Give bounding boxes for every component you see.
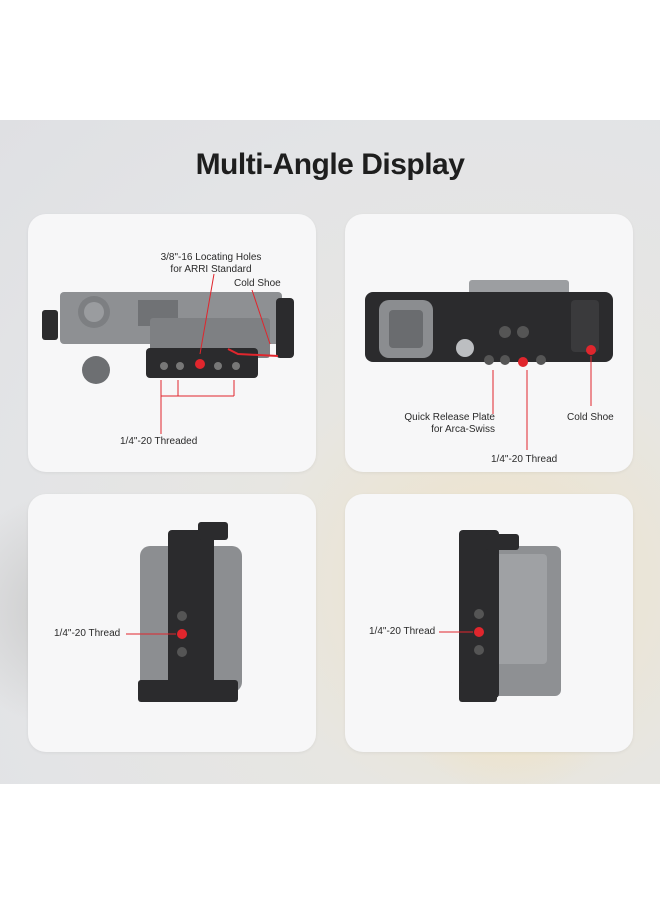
label-locating-holes-line2: for ARRI Standard <box>170 264 252 275</box>
label-thread: 1/4"-20 Thread <box>369 626 436 637</box>
cage-right-side-illustration <box>439 530 561 702</box>
page-title: Multi-Angle Display <box>195 148 465 181</box>
panel-right-side-view: 1/4"-20 Thread <box>345 494 633 752</box>
cage-top-view-illustration <box>42 273 294 434</box>
label-quick-release-line2: for Arca-Swiss <box>431 424 495 435</box>
label-thread: 1/4"-20 Thread <box>54 628 121 639</box>
label-cold-shoe: Cold Shoe <box>234 278 281 289</box>
label-thread: 1/4"-20 Thread <box>491 454 558 465</box>
panel-top-view: 3/8"-16 Locating Holes for ARRI Standard… <box>28 214 316 472</box>
cage-left-side-illustration <box>126 522 242 702</box>
label-threaded: 1/4"-20 Threaded <box>120 436 198 447</box>
label-cold-shoe: Cold Shoe <box>567 412 614 423</box>
panel-left-side-view: 1/4"-20 Thread <box>28 494 316 752</box>
label-quick-release: Quick Release Plate for Arca-Swiss <box>365 412 495 436</box>
label-locating-holes: 3/8"-16 Locating Holes for ARRI Standard <box>146 252 276 276</box>
cage-bottom-view-illustration <box>365 280 613 450</box>
panel-bottom-view: Quick Release Plate for Arca-Swiss Cold … <box>345 214 633 472</box>
label-locating-holes-line1: 3/8"-16 Locating Holes <box>160 252 262 263</box>
label-quick-release-line1: Quick Release Plate <box>404 412 495 423</box>
